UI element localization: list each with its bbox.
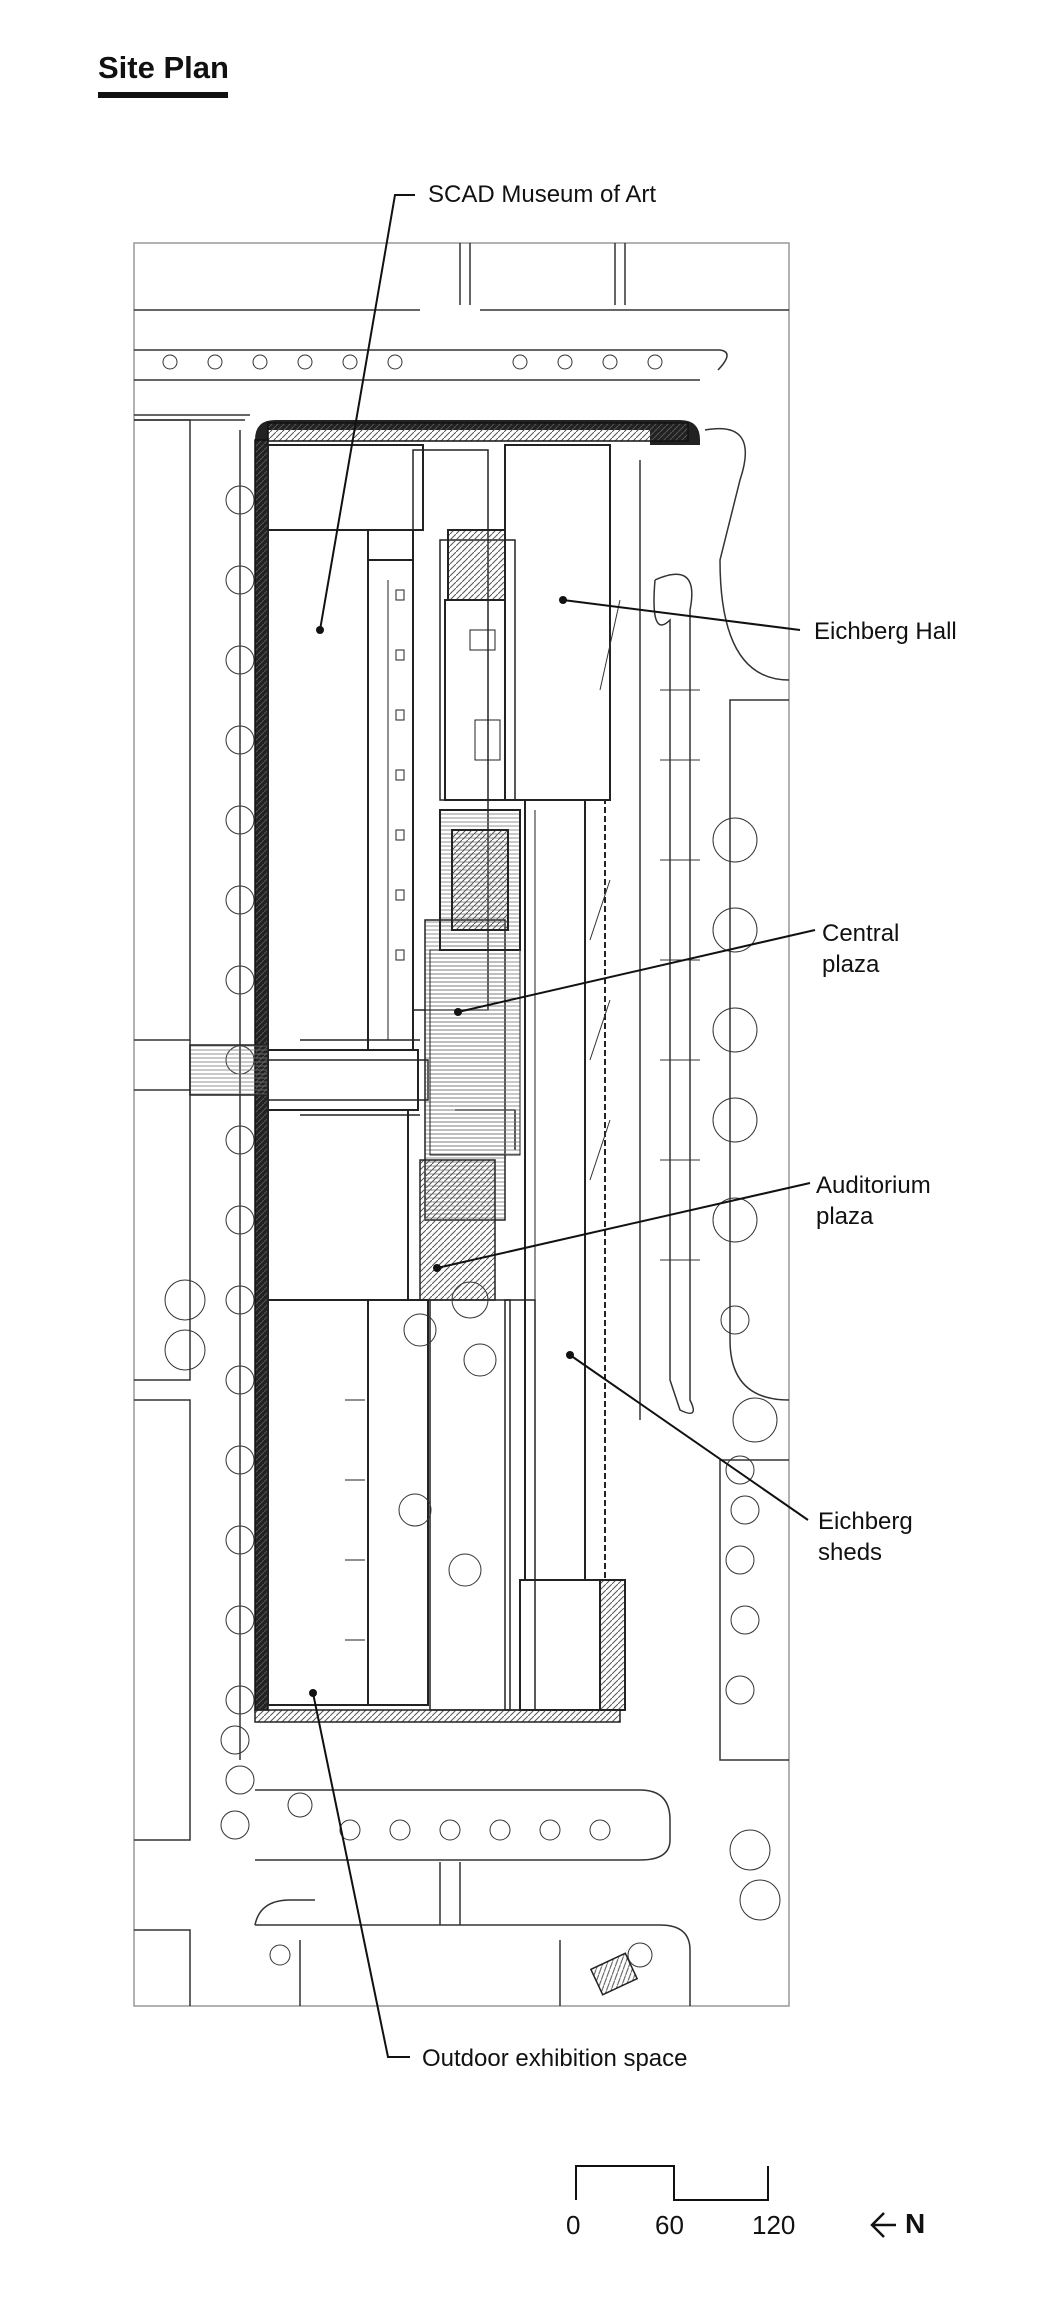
street-top (134, 243, 789, 421)
leader-eichberg-hall (562, 599, 801, 631)
leader-outdoor (312, 1692, 410, 2058)
central-plaza-area (429, 809, 521, 1156)
label-eichberg-hall: Eichberg Hall (814, 618, 957, 645)
leader-dots (309, 596, 574, 1697)
leader-museum (319, 194, 415, 631)
label-auditorium-plaza-line1: Auditorium (816, 1172, 931, 1199)
page-title: Site Plan (98, 50, 229, 85)
service-road (639, 427, 790, 1761)
leader-central-plaza (457, 929, 816, 1013)
label-auditorium-plaza: Auditorium plaza (816, 1170, 931, 1232)
leader-auditorium-plaza (436, 1182, 811, 1269)
museum-windows (395, 589, 405, 961)
street-trees-left (164, 485, 255, 1795)
scale-tick-120: 120 (752, 2210, 796, 2240)
scale-tick-60: 60 (655, 2210, 684, 2240)
scale-tick-0: 0 (566, 2210, 581, 2240)
label-outdoor-exhibition: Outdoor exhibition space (422, 2045, 688, 2072)
bottom-trees (220, 1725, 653, 1968)
label-museum: SCAD Museum of Art (428, 181, 657, 208)
leader-lines (312, 194, 816, 2058)
scale-bar (575, 2165, 769, 2201)
courtyard-trees (398, 1281, 497, 1587)
arrow-left-icon (870, 2212, 896, 2238)
label-central-plaza-line2: plaza (822, 951, 880, 978)
eichberg-sheds-block (519, 799, 626, 1711)
label-auditorium-plaza-line2: plaza (816, 1203, 874, 1230)
street-left (134, 419, 241, 2006)
eichberg-hall-block (444, 444, 611, 801)
leader-eichberg-sheds (569, 1354, 809, 1521)
label-central-plaza-line1: Central (822, 920, 900, 947)
bottom-hatched-object (589, 1952, 639, 1996)
drawing-frame (133, 242, 790, 2007)
street-bottom (254, 1789, 691, 2006)
label-central-plaza: Central plaza (822, 918, 899, 980)
label-eichberg-sheds-line2: sheds (818, 1539, 883, 1566)
pedestrian-crossing (189, 1039, 429, 1116)
label-eichberg-sheds: Eichberg sheds (818, 1506, 913, 1568)
label-eichberg-sheds-line1: Eichberg (818, 1508, 913, 1535)
title-underline (98, 92, 228, 98)
street-trees-top (162, 354, 663, 370)
building-top-band (267, 422, 689, 442)
north-label: N (905, 2208, 926, 2239)
building-bottom-edge (254, 1709, 621, 1723)
museum-wing (267, 444, 429, 1706)
